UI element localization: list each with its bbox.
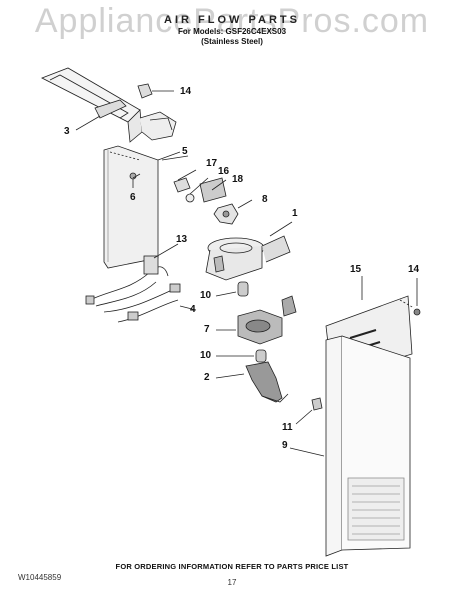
doc-number: W10445859 (18, 573, 62, 582)
callout-13: 14 (408, 264, 420, 275)
callout-12: 13 (176, 234, 188, 245)
callout-3: 3 (64, 126, 70, 137)
part-11-clip (295, 397, 323, 425)
parts-16-17-18 (173, 169, 227, 203)
part-15-clip (137, 83, 174, 99)
callout-2: 2 (204, 372, 210, 383)
callout-9: 9 (282, 440, 288, 451)
part-1-housing (205, 221, 293, 281)
callout-4: 4 (190, 304, 196, 315)
callout-16: 16 (218, 166, 230, 177)
callout-10-upper: 10 (200, 290, 212, 301)
model-info: For Models: GSF26C4EXS03 (Stainless Stee… (0, 27, 464, 47)
callout-11: 11 (282, 422, 293, 433)
watermark: AppliancePartsPros.com (34, 2, 430, 40)
callout-15: 14 (180, 86, 192, 97)
callout-17: 17 (206, 158, 218, 169)
part-9-back-panel (289, 335, 411, 557)
page-number: 17 (227, 578, 237, 587)
callout-1: 1 (292, 208, 298, 219)
leader-lines (75, 115, 189, 179)
callout-18: 18 (232, 174, 244, 185)
part-7-damper (216, 295, 297, 345)
callout-7: 7 (204, 324, 210, 335)
callout-8: 8 (262, 194, 268, 205)
part-2-duct (215, 361, 289, 403)
models-line: For Models: GSF26C4EXS03 (177, 27, 287, 36)
page-title: AIR FLOW PARTS (164, 14, 300, 26)
part-12-4-harness (85, 243, 197, 323)
part-13-screw (413, 278, 421, 316)
callout-14: 15 (350, 264, 362, 275)
callout-6: 6 (130, 192, 136, 203)
ordering-note: FOR ORDERING INFORMATION REFER TO PARTS … (115, 562, 349, 571)
part-8-fan (213, 199, 253, 225)
callout-5: 5 (182, 146, 188, 157)
part-3-cover (41, 67, 177, 143)
part-10-grommets (215, 281, 267, 363)
callout-10-lower: 10 (200, 350, 212, 361)
finish-line: (Stainless Steel) (201, 37, 263, 46)
